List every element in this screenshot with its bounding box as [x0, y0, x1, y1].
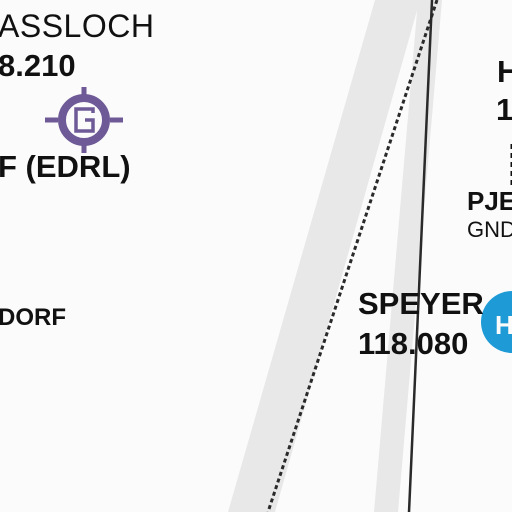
dorf-name: DORF	[0, 304, 66, 331]
pj-sub: GND	[467, 217, 512, 242]
boundary-solid-line	[407, 0, 434, 512]
edrl-name: F (EDRL)	[0, 149, 131, 184]
corridor-band-left	[228, 0, 420, 512]
boundary-dashed-line	[266, 0, 439, 512]
speyer-frequency: 118.080	[358, 326, 469, 361]
heliport-h-icon: H	[481, 291, 512, 353]
glider-airfield-g-icon	[45, 87, 123, 153]
pj-name: PJE	[467, 186, 512, 216]
svg-text:H: H	[495, 310, 512, 340]
hassloch-name: ASSLOCH	[0, 8, 155, 44]
hassloch-frequency: 8.210	[0, 48, 76, 83]
speyer-name: SPEYER	[358, 286, 484, 321]
h-frequency: 1	[496, 92, 512, 127]
h-name: H	[497, 54, 512, 89]
